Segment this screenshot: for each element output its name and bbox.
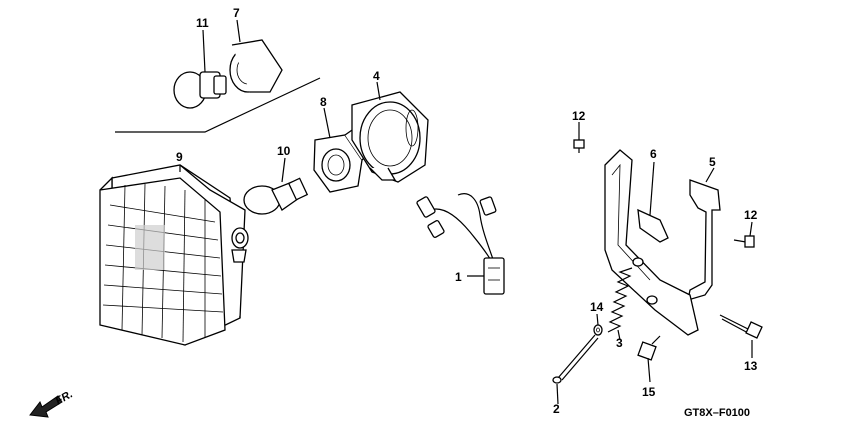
bolt-12a[interactable] (573, 139, 585, 153)
callout-13: 13 (744, 359, 758, 373)
screw-2[interactable] (552, 334, 599, 384)
bracket-6[interactable] (604, 149, 699, 336)
bolt-15[interactable] (637, 335, 661, 361)
callout-1: 1 (455, 270, 462, 284)
callout-7: 7 (233, 6, 240, 20)
boot-4[interactable] (351, 91, 429, 183)
callout-3: 3 (616, 336, 623, 350)
bolt-12b[interactable] (733, 235, 755, 248)
callout-11: 11 (196, 16, 209, 30)
separator-line (115, 77, 321, 133)
wire-harness-1[interactable] (416, 193, 505, 295)
callout-14: 14 (590, 300, 604, 314)
callout-4: 4 (373, 69, 380, 83)
callout-5: 5 (709, 155, 716, 169)
washer-14[interactable] (593, 324, 603, 336)
callout-12a: 12 (572, 109, 586, 123)
headlight-unit[interactable] (99, 164, 249, 346)
callout-9: 9 (176, 150, 183, 164)
bolt-13[interactable] (719, 314, 763, 339)
front-direction-label: FR. (54, 388, 75, 407)
diagram-code: GT8X–F0100 (684, 407, 750, 419)
spring-3[interactable] (607, 267, 633, 333)
callout-12b: 12 (744, 208, 758, 222)
callout-10: 10 (277, 144, 291, 158)
callout-8: 8 (320, 95, 327, 109)
callout-6: 6 (650, 147, 657, 161)
bracket-5[interactable] (687, 179, 721, 301)
callout-2: 2 (553, 402, 560, 416)
bulb-11[interactable] (173, 71, 227, 109)
socket-7[interactable] (229, 39, 283, 93)
callout-15: 15 (642, 385, 656, 399)
bulb-10[interactable] (243, 177, 309, 215)
front-direction-arrow (29, 395, 63, 418)
leader-lines (179, 19, 753, 405)
